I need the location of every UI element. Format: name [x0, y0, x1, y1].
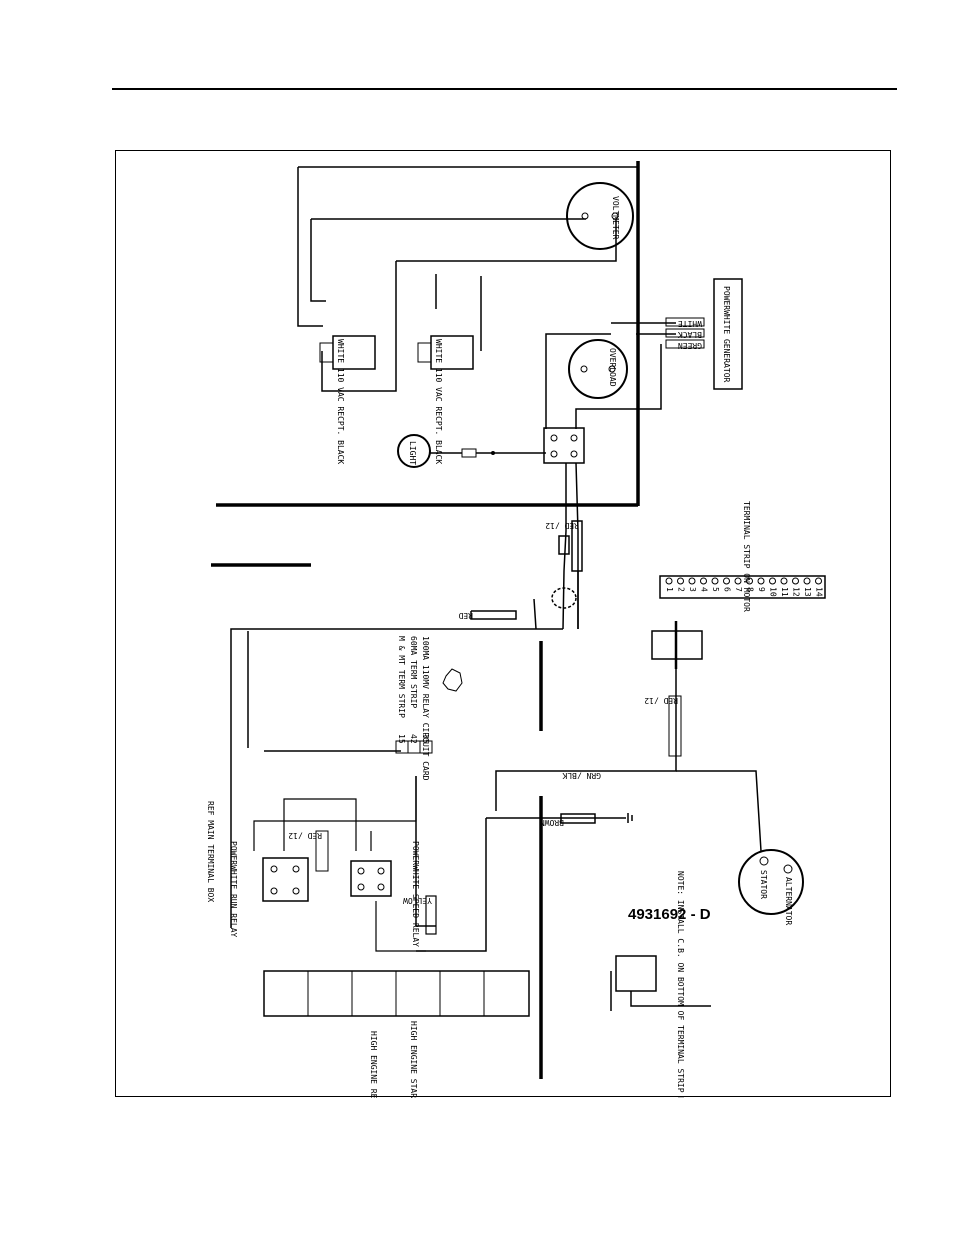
legend-row-3-text: 100MA 110MV RELAY CIRCUIT CARD	[421, 636, 430, 781]
terminal-number: 8	[746, 587, 755, 592]
circuit-breaker	[495, 621, 762, 852]
alternator: STATOR ALTERNATOR	[738, 849, 804, 925]
generator-label: POWERWHITE GENERATOR	[722, 286, 731, 383]
powerwhite-generator: POWERWHITE GENERATOR	[713, 278, 743, 390]
run-relay: POWERWHITE RUN RELAY REF MAIN TERMINAL B…	[206, 801, 329, 938]
run-relay-label: POWERWHITE RUN RELAY	[229, 841, 238, 938]
wire-tag-grn-blk: GRN /BLK	[562, 771, 601, 780]
terminal-screw	[792, 577, 799, 585]
terminal-screw	[803, 577, 811, 585]
terminal-screw	[665, 577, 673, 585]
legend-row-1-text: M & MT TERM STRIP	[397, 636, 406, 718]
feed-wiring	[230, 462, 583, 928]
terminal-number: 9	[757, 587, 766, 592]
wiring-diagram: VOLTMETER OVERLOAD WHITE 110 VAC RECPT. …	[206, 161, 826, 1098]
wire-tag-green: GREEN	[678, 341, 702, 350]
wire-tag-red-12-b: RED /12	[644, 696, 678, 705]
wire-tag-brown: BROWN	[540, 818, 564, 827]
wire-tag-black: BLACK	[678, 330, 702, 339]
terminal-number: 6	[723, 587, 732, 592]
receptacle-2-label: WHITE 110 VAC RECPT. BLACK	[434, 339, 443, 464]
relay-board: HIGH ENGINE RELAY HIGH ENGINE START RELA…	[263, 970, 530, 1098]
terminal-screw	[734, 577, 742, 585]
terminal-screw	[723, 577, 730, 585]
light-fixture: LIGHT	[397, 427, 585, 468]
terminal-screw	[746, 577, 753, 585]
voltmeter-gauge: VOLTMETER	[566, 182, 634, 250]
terminal-number: 10	[769, 587, 778, 597]
speed-relay-label: POWERWHITE SPEED RELAY	[411, 841, 420, 947]
ref-main-terminal-box-label: REF MAIN TERMINAL BOX	[206, 801, 215, 902]
terminal-screw	[757, 577, 765, 585]
generator-wire-tags	[665, 317, 705, 349]
terminal-screw	[700, 577, 707, 585]
high-engine-relay-label: HIGH ENGINE RELAY	[369, 1031, 378, 1098]
terminal-screw	[780, 577, 788, 585]
bus-bars	[211, 161, 640, 1079]
terminal-screw	[677, 577, 684, 585]
terminal-number: 7	[734, 587, 743, 592]
legend-row-3-num: 35	[421, 734, 430, 744]
terminal-screw	[688, 577, 696, 585]
terminal-number: 11	[780, 587, 789, 597]
overload-breaker: OVERLOAD	[568, 339, 628, 399]
legend-row-2-text: 60MA TERM STRIP	[409, 636, 418, 708]
wire-tag-yellow: YELLOW	[403, 896, 432, 905]
receptacle-1-label: WHITE 110 VAC RECPT. BLACK	[336, 339, 345, 464]
terminal-screw	[769, 577, 776, 585]
diagram-frame: VOLTMETER OVERLOAD WHITE 110 VAC RECPT. …	[115, 150, 891, 1098]
relay-wiring	[253, 776, 437, 952]
terminal-screw	[815, 577, 822, 585]
mounting-bracket: NOTE: INSTALL C.B. ON BOTTOM OF TERMINAL…	[610, 871, 711, 1098]
light-label: LIGHT	[408, 441, 417, 465]
receptacle-1: WHITE 110 VAC RECPT. BLACK	[319, 335, 376, 464]
motor-terminal-strip: TERMINAL STRIP ON MOTOR	[659, 501, 826, 612]
terminal-number: 5	[711, 587, 720, 592]
terminal-number: 2	[677, 587, 686, 592]
wire-tag-red: RED	[458, 611, 473, 620]
receptacle-2: WHITE 110 VAC RECPT. BLACK	[417, 335, 474, 464]
terminal-number: 1	[665, 587, 674, 592]
wire-tag-white: WHITE	[678, 319, 702, 328]
stator-label: STATOR	[759, 870, 768, 899]
terminal-number: 3	[688, 587, 697, 592]
wire-tag-red-12-c: RED /12	[288, 831, 322, 840]
terminal-number: 4	[700, 587, 709, 592]
terminal-strip-label: TERMINAL STRIP ON MOTOR	[742, 501, 751, 612]
alternator-label: ALTERNATOR	[784, 877, 793, 925]
header-rule	[112, 88, 897, 90]
overload-label: OVERLOAD	[608, 348, 617, 387]
note-label: NOTE: INSTALL C.B. ON BOTTOM OF TERMINAL…	[676, 871, 685, 1098]
drawing-number: 4931692 - D	[628, 906, 711, 923]
generator-wiring	[297, 166, 676, 429]
high-engine-start-relay-label: HIGH ENGINE START RELAY	[409, 1021, 418, 1098]
terminal-screw	[711, 577, 719, 585]
speed-relay: POWERWHITE SPEED RELAY	[350, 841, 420, 947]
legend-row-2-num: 42	[409, 734, 418, 744]
legend: 15 42 35 M & MT TERM STRIP 60MA TERM STR…	[395, 636, 463, 781]
legend-row-1-num: 15	[397, 734, 406, 744]
wire-tag-red-12: RED /12	[545, 521, 579, 530]
voltmeter-label: VOLTMETER	[611, 196, 620, 240]
terminal-number: 14	[815, 587, 824, 597]
lower-wiring	[415, 776, 633, 952]
terminal-number: 13	[803, 587, 812, 597]
terminal-number: 12	[792, 587, 801, 597]
